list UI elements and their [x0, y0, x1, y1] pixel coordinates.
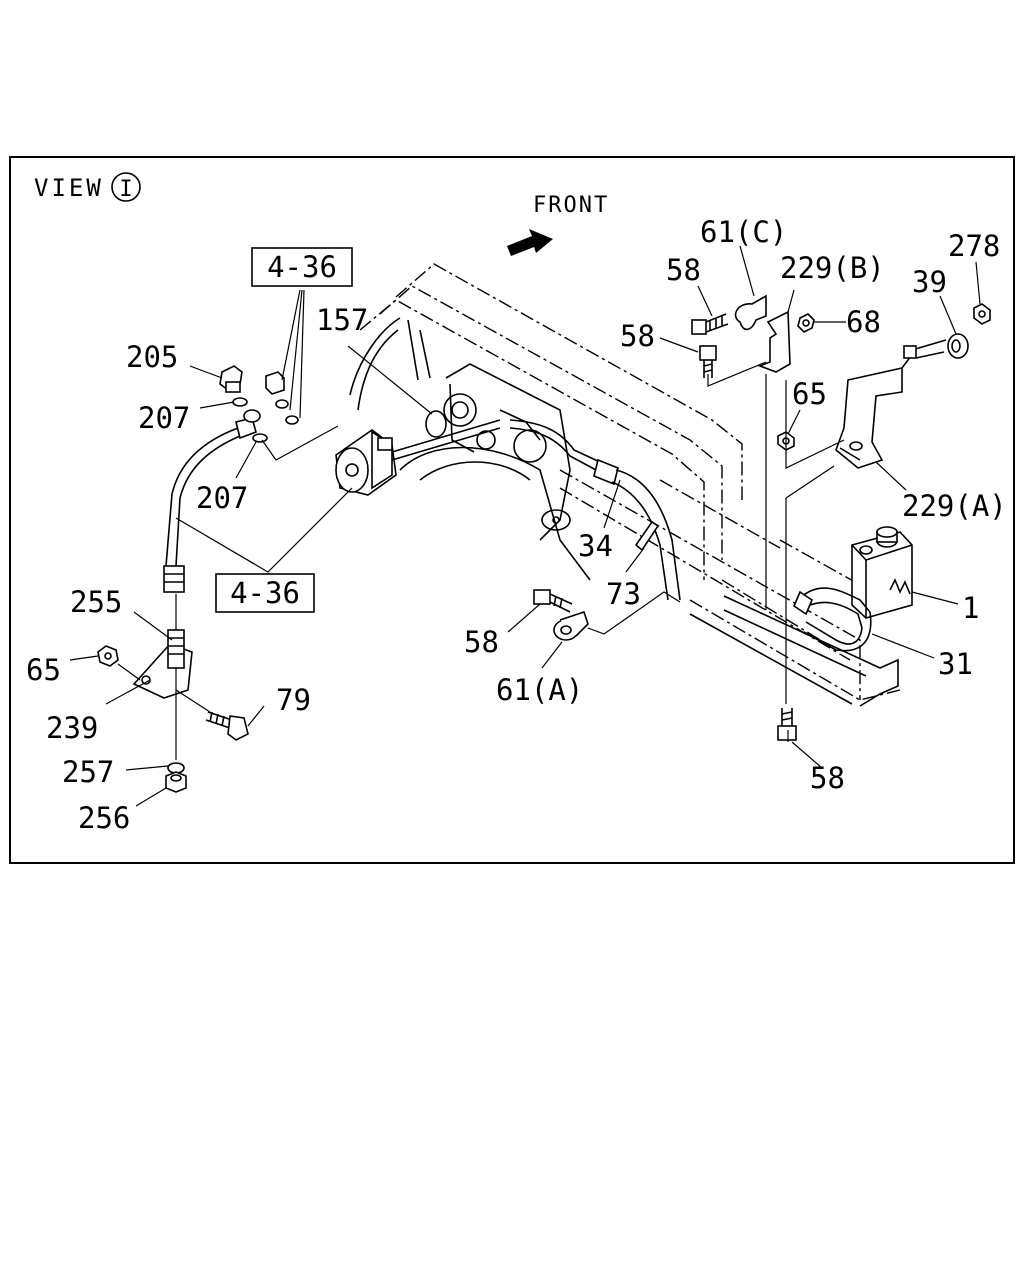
callout-205: 205: [126, 340, 178, 374]
callout-65-left: 65: [26, 653, 61, 687]
callout-65-right: 65: [792, 377, 827, 411]
bolt-79: [205, 711, 249, 741]
grommet-39: [903, 333, 969, 359]
callout-61c: 61(C): [700, 215, 787, 249]
callout-157: 157: [316, 303, 368, 337]
diagram-frame: [9, 156, 1015, 864]
callout-68: 68: [846, 305, 881, 339]
callout-257: 257: [62, 755, 114, 789]
callout-34: 34: [578, 529, 613, 563]
callout-61a: 61(A): [496, 673, 583, 707]
nut-278: [973, 303, 991, 325]
pump-pipe: [391, 419, 501, 453]
steering-pump: [335, 429, 397, 496]
callout-239: 239: [46, 711, 98, 745]
bracket-229a: [835, 351, 915, 469]
ref-box-bottom: [215, 573, 315, 613]
callout-229b: 229(B): [780, 251, 885, 285]
ref-box-top: [251, 247, 353, 287]
callout-278: 278: [948, 229, 1000, 263]
leaders-left: [69, 289, 433, 807]
bracket-239: [132, 629, 193, 699]
leaders-right: [507, 245, 981, 769]
callout-207-bottom: 207: [196, 481, 248, 515]
nut-65-left: [97, 645, 119, 667]
view-id-circle: [111, 172, 141, 202]
bracket-229b: [757, 310, 791, 373]
clip-61c: [734, 294, 767, 331]
view-label: VIEW: [34, 174, 104, 202]
ref-label-bottom: 4-36: [230, 576, 300, 610]
callout-229a: 229(A): [902, 489, 1007, 523]
washer-207a: [232, 397, 248, 407]
bolt-58a: [533, 589, 573, 613]
callout-39: 39: [912, 265, 947, 299]
pipe-31: [793, 587, 872, 652]
crossmember: [689, 595, 899, 707]
nut-256: [165, 771, 187, 793]
clip-61a: [553, 610, 589, 641]
front-label: FRONT: [533, 193, 609, 218]
callout-58-b: 58: [666, 253, 701, 287]
callout-255: 255: [70, 585, 122, 619]
callout-58-a: 58: [464, 625, 499, 659]
callout-207-top: 207: [138, 401, 190, 435]
callout-31: 31: [938, 647, 973, 681]
bolt-58d: [777, 708, 797, 741]
hose-assembly-left: [163, 409, 261, 593]
callout-58-d: 58: [810, 761, 845, 795]
callout-73: 73: [606, 577, 641, 611]
view-id: I: [119, 177, 132, 202]
callout-79: 79: [276, 683, 311, 717]
reservoir-tank: [851, 526, 913, 619]
front-arrow-icon: [507, 229, 553, 256]
o-ring: [425, 410, 447, 438]
callout-labels: 4-36 4-36 157 205 207 207 255 65 239 79 …: [26, 215, 1007, 835]
ref-label-top: 4-36: [267, 250, 337, 284]
callout-256: 256: [78, 801, 130, 835]
tube-73: [634, 520, 660, 552]
washer-207b: [252, 433, 268, 443]
hose-34: [509, 419, 681, 601]
callout-1: 1: [962, 591, 979, 625]
nut-68: [797, 313, 815, 333]
fitting-parts: [265, 371, 299, 425]
bolt-58b: [691, 313, 729, 335]
callout-58-c: 58: [620, 319, 655, 353]
bolt-58c: [699, 345, 717, 378]
banjo-bolt-205: [219, 365, 243, 393]
